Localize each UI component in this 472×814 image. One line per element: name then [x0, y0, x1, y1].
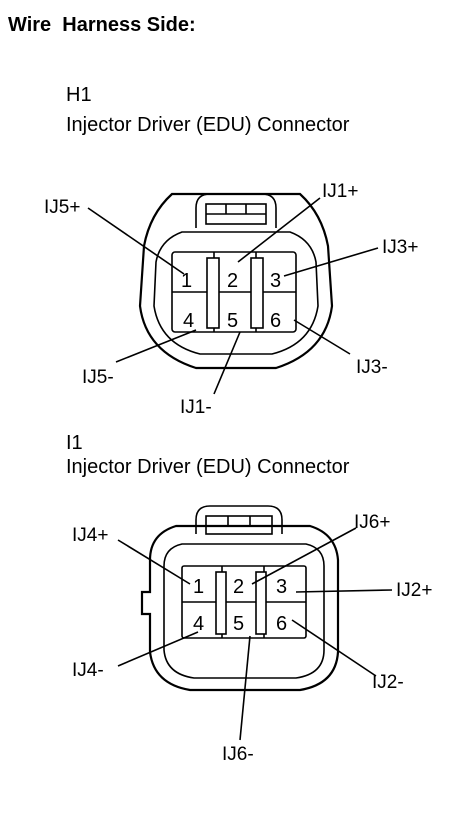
wire-label-ij3-plus: IJ3+: [382, 237, 418, 258]
connector-i1: [117, 505, 393, 741]
leader-line-ij3-minus: [293, 319, 351, 355]
leader-line-ij4-minus: [117, 631, 199, 667]
wire-label-ij1-plus: IJ1+: [322, 181, 358, 202]
leader-line-ij4-plus: [117, 539, 191, 585]
leader-line-ij5-minus: [115, 329, 197, 363]
connector-i1-name: Injector Driver (EDU) Connector: [66, 456, 350, 478]
inner-shell: [153, 231, 319, 355]
leader-line-ij2-plus: [295, 589, 393, 593]
wire-label-ij5-minus: IJ5-: [82, 367, 114, 388]
lock-rib: [255, 571, 267, 635]
wire-label-ij5-plus: IJ5+: [44, 197, 80, 218]
wire-label-ij4-plus: IJ4+: [72, 525, 108, 546]
inner-shell: [163, 543, 325, 679]
wire-label-ij2-plus: IJ2+: [396, 580, 432, 601]
wire-label-ij2-minus: IJ2-: [372, 672, 404, 693]
wire-label-ij1-minus: IJ1-: [180, 397, 212, 418]
pin-number: 1: [181, 270, 192, 292]
page-title: Wire Harness Side:: [8, 14, 196, 36]
connector-h1: [87, 192, 379, 395]
outer-shell: [138, 192, 334, 370]
wire-label-ij3-minus: IJ3-: [356, 357, 388, 378]
leader-line-ij2-minus: [291, 619, 377, 677]
wire-label-ij6-plus: IJ6+: [354, 512, 390, 533]
connector-i1-pins: 1 2 3 4 5 6: [193, 576, 287, 635]
latch-outline: [195, 193, 277, 228]
latch-outline: [195, 505, 283, 534]
pin-number: 6: [270, 310, 281, 332]
pin-number: 2: [233, 576, 244, 598]
lock-rib: [250, 257, 264, 329]
pin-number: 6: [276, 613, 287, 635]
pin-number: 2: [227, 270, 238, 292]
pin-number: 1: [193, 576, 204, 598]
pin-number: 3: [276, 576, 287, 598]
leader-line-ij5-plus: [87, 207, 185, 275]
connector-h1-pins: 1 2 3 4 5 6: [181, 270, 281, 332]
connector-i1-labels: IJ4+ IJ6+ IJ2+ IJ4- IJ6- IJ2-: [72, 512, 432, 765]
wire-label-ij6-minus: IJ6-: [222, 744, 254, 765]
pin-number: 4: [183, 310, 194, 332]
connector-h1-labels: IJ5+ IJ1+ IJ3+ IJ5- IJ1- IJ3-: [44, 181, 418, 418]
connector-i1-id: I1: [66, 432, 83, 454]
lock-rib: [206, 257, 220, 329]
connector-h1-name: Injector Driver (EDU) Connector: [66, 114, 350, 136]
leader-line-ij1-minus: [213, 331, 241, 395]
leader-line-ij6-minus: [239, 635, 251, 741]
leader-line-ij1-plus: [237, 197, 321, 263]
pin-number: 5: [227, 310, 238, 332]
wire-label-ij4-minus: IJ4-: [72, 660, 104, 681]
pin-number: 3: [270, 270, 281, 292]
pin-number: 4: [193, 613, 204, 635]
outer-shell: [140, 524, 340, 692]
connector-h1-id: H1: [66, 84, 92, 106]
leader-line-ij3-plus: [283, 247, 379, 277]
pin-number: 5: [233, 613, 244, 635]
leader-line-ij6-plus: [251, 527, 357, 585]
lock-rib: [215, 571, 227, 635]
